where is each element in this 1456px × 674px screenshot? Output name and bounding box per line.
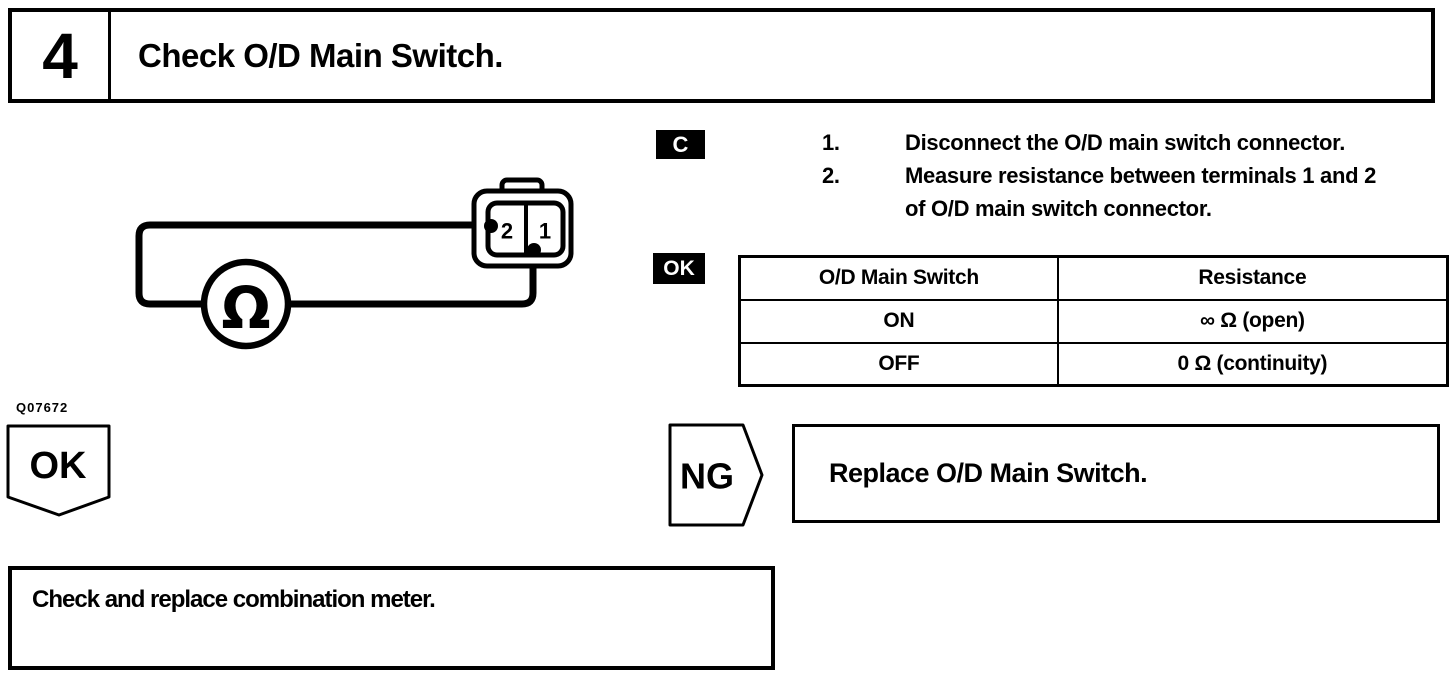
procedure-item: 1. Disconnect the O/D main switch connec… bbox=[822, 126, 1456, 159]
table-cell: ON bbox=[738, 298, 1059, 344]
connect-badge: C bbox=[656, 130, 705, 159]
ohmmeter-symbol: Ω bbox=[221, 274, 270, 342]
probe-point-2 bbox=[484, 219, 498, 233]
ng-arrow-label: NG bbox=[680, 456, 734, 497]
wire-left bbox=[135, 221, 493, 308]
figure-code: Q07672 bbox=[16, 400, 69, 415]
ohmmeter-circle bbox=[200, 258, 292, 350]
table-header-cell: Resistance bbox=[1056, 255, 1449, 301]
terminal-2-label: 2 bbox=[501, 219, 513, 244]
circuit-diagram: Ω 2 1 bbox=[135, 177, 574, 350]
ok-action-box: Check and replace combination meter. bbox=[8, 566, 775, 670]
procedure-item: 2. Measure resistance between terminals … bbox=[822, 159, 1456, 225]
item-number: 1. bbox=[822, 130, 840, 155]
item-number: 2. bbox=[822, 163, 840, 188]
step-number-cell: 4 bbox=[12, 12, 111, 99]
item-text: Measure resistance between terminals 1 a… bbox=[905, 163, 1377, 221]
ng-action-text: Replace O/D Main Switch. bbox=[829, 458, 1148, 488]
ng-arrow: NG bbox=[668, 423, 764, 527]
ok-arrow: OK bbox=[6, 424, 111, 517]
ok-action-text: Check and replace combination meter. bbox=[32, 586, 436, 613]
ng-action-box: Replace O/D Main Switch. bbox=[792, 424, 1440, 523]
table-cell: OFF bbox=[738, 341, 1059, 387]
terminal-1-label: 1 bbox=[539, 219, 551, 244]
table-cell: ∞ Ω (open) bbox=[1056, 298, 1449, 344]
ok-arrow-label: OK bbox=[30, 445, 88, 487]
ok-arrow-shape bbox=[6, 424, 111, 517]
procedure-list: 1. Disconnect the O/D main switch connec… bbox=[822, 126, 1456, 225]
item-text: Disconnect the O/D main switch connector… bbox=[905, 130, 1346, 155]
step-number: 4 bbox=[42, 19, 78, 92]
table-cell: 0 Ω (continuity) bbox=[1056, 341, 1449, 387]
step-header: 4 Check O/D Main Switch. bbox=[8, 8, 1435, 103]
table-header-cell: O/D Main Switch bbox=[738, 255, 1059, 301]
table-header-row: O/D Main Switch Resistance bbox=[738, 255, 1449, 301]
probe-point-1 bbox=[527, 243, 541, 257]
ok-badge: OK bbox=[653, 253, 705, 284]
step-title: Check O/D Main Switch. bbox=[138, 36, 503, 74]
table-row: OFF 0 Ω (continuity) bbox=[738, 341, 1449, 387]
ng-arrow-shape bbox=[668, 423, 764, 527]
spec-table: O/D Main Switch Resistance ON ∞ Ω (open)… bbox=[738, 255, 1449, 387]
table-row: ON ∞ Ω (open) bbox=[738, 298, 1449, 344]
wire-right bbox=[285, 246, 537, 308]
